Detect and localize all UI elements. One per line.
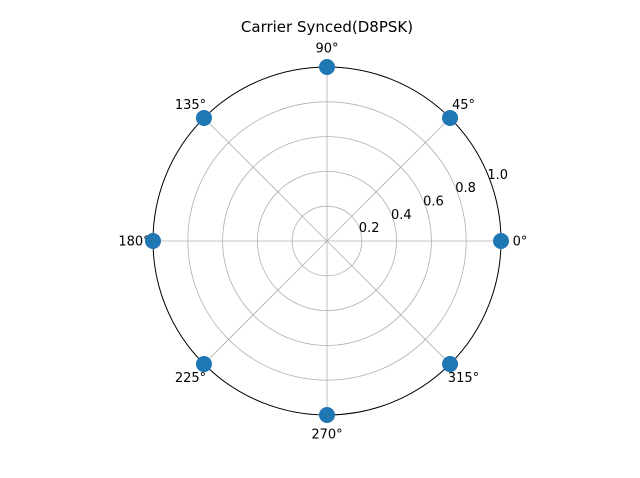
data-point-layer bbox=[145, 59, 509, 423]
angular-gridline-225 bbox=[203, 240, 328, 365]
angular-gridline-45 bbox=[326, 117, 451, 242]
chart-title: Carrier Synced(D8PSK) bbox=[241, 18, 413, 36]
data-point bbox=[195, 356, 212, 373]
angular-tick-label: 270° bbox=[311, 428, 342, 443]
angular-tick-label: 90° bbox=[315, 42, 338, 57]
data-point bbox=[145, 233, 161, 249]
angular-tick-label: 0° bbox=[513, 235, 528, 250]
angular-tick-label: 225° bbox=[175, 371, 206, 386]
angular-tick-label: 135° bbox=[175, 98, 206, 113]
data-point bbox=[319, 407, 335, 423]
angular-tick-label: 180° bbox=[118, 235, 149, 250]
radial-tick-label: 1.0 bbox=[487, 168, 508, 183]
radial-tick-label: 0.8 bbox=[455, 181, 476, 196]
angular-tick-label: 315° bbox=[448, 371, 479, 386]
data-point bbox=[319, 59, 335, 75]
angular-tick-label: 45° bbox=[452, 98, 475, 113]
data-point bbox=[442, 356, 459, 373]
grid-layer bbox=[153, 67, 501, 415]
radial-tick-label: 0.4 bbox=[391, 208, 412, 223]
radial-gridline-1 bbox=[256, 170, 397, 311]
data-point bbox=[493, 233, 509, 249]
radial-tick-label: 0.6 bbox=[423, 195, 444, 210]
tick-label-layer: 0° 45° 90° 135° 180° 225° 270° 315° 0.2 0.4 0.6 0.8… bbox=[118, 42, 527, 443]
angular-gridline-315 bbox=[326, 240, 451, 365]
radial-tick-label: 0.2 bbox=[359, 221, 380, 236]
angular-gridline-135 bbox=[203, 117, 328, 242]
data-point bbox=[442, 109, 459, 126]
radial-gridline-0 bbox=[291, 205, 363, 277]
radial-gridline-2 bbox=[222, 136, 432, 346]
data-point bbox=[195, 109, 212, 126]
radial-gridline-3 bbox=[187, 101, 467, 381]
